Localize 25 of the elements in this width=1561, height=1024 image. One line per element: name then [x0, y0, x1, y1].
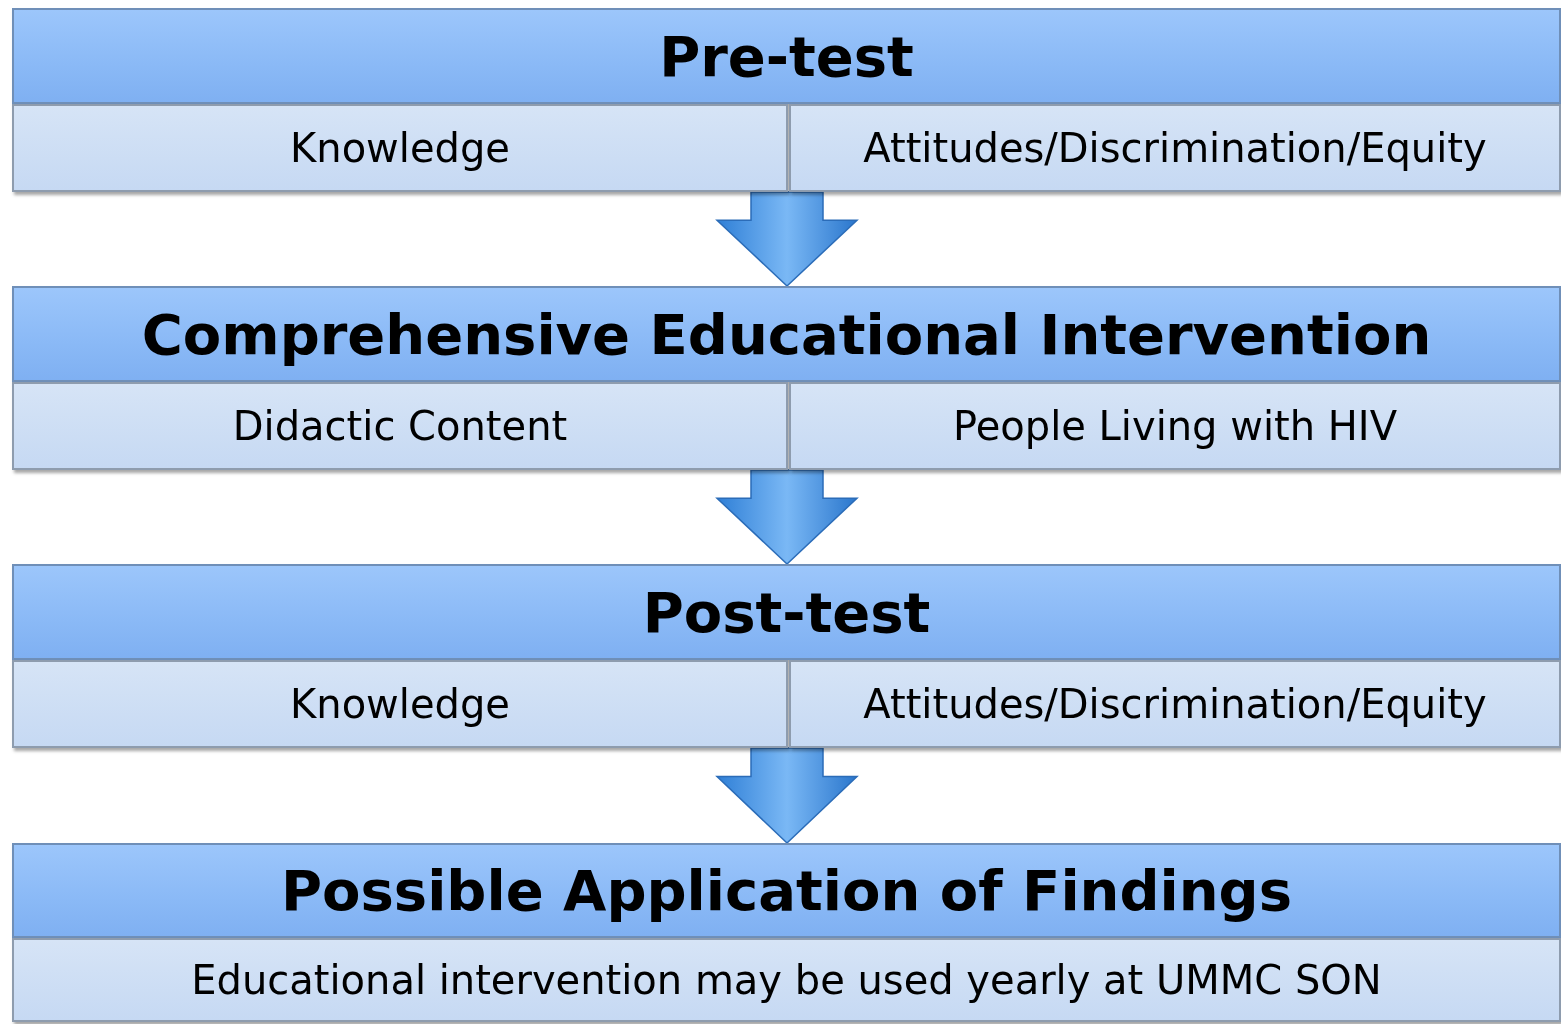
stage-header-bar — [12, 843, 1561, 938]
stage-title: Comprehensive Educational Intervention — [141, 301, 1432, 367]
stage-item-box — [789, 660, 1561, 748]
stage-item-label: Attitudes/Discrimination/Equity — [863, 681, 1487, 727]
stage-title: Possible Application of Findings — [280, 858, 1292, 923]
stage-title: Pre-test — [659, 23, 914, 89]
stage-item-label: Knowledge — [290, 681, 510, 727]
stage-header-bar — [12, 564, 1561, 660]
stage-item-label: Didactic Content — [232, 403, 568, 449]
stage-item-box — [12, 660, 788, 748]
stage-title: Post-test — [642, 579, 931, 645]
stage-item-box — [12, 938, 1561, 1022]
stage-item-box — [789, 104, 1561, 192]
stage-item-box — [12, 382, 788, 470]
down-block-arrow — [715, 747, 859, 845]
down-block-arrow — [715, 469, 859, 566]
stage-item-label: Educational intervention may be used yearly at UMMC SON — [191, 957, 1382, 1003]
stage-item-box — [12, 104, 788, 192]
stage-header-bar — [12, 286, 1561, 382]
stage-header-bar — [12, 8, 1561, 104]
down-block-arrow — [715, 191, 859, 288]
stage-item-box — [789, 382, 1561, 470]
stage-item-label: People Living with HIV — [952, 403, 1398, 449]
stage-item-label: Knowledge — [290, 125, 510, 171]
stage-item-label: Attitudes/Discrimination/Equity — [863, 125, 1487, 171]
